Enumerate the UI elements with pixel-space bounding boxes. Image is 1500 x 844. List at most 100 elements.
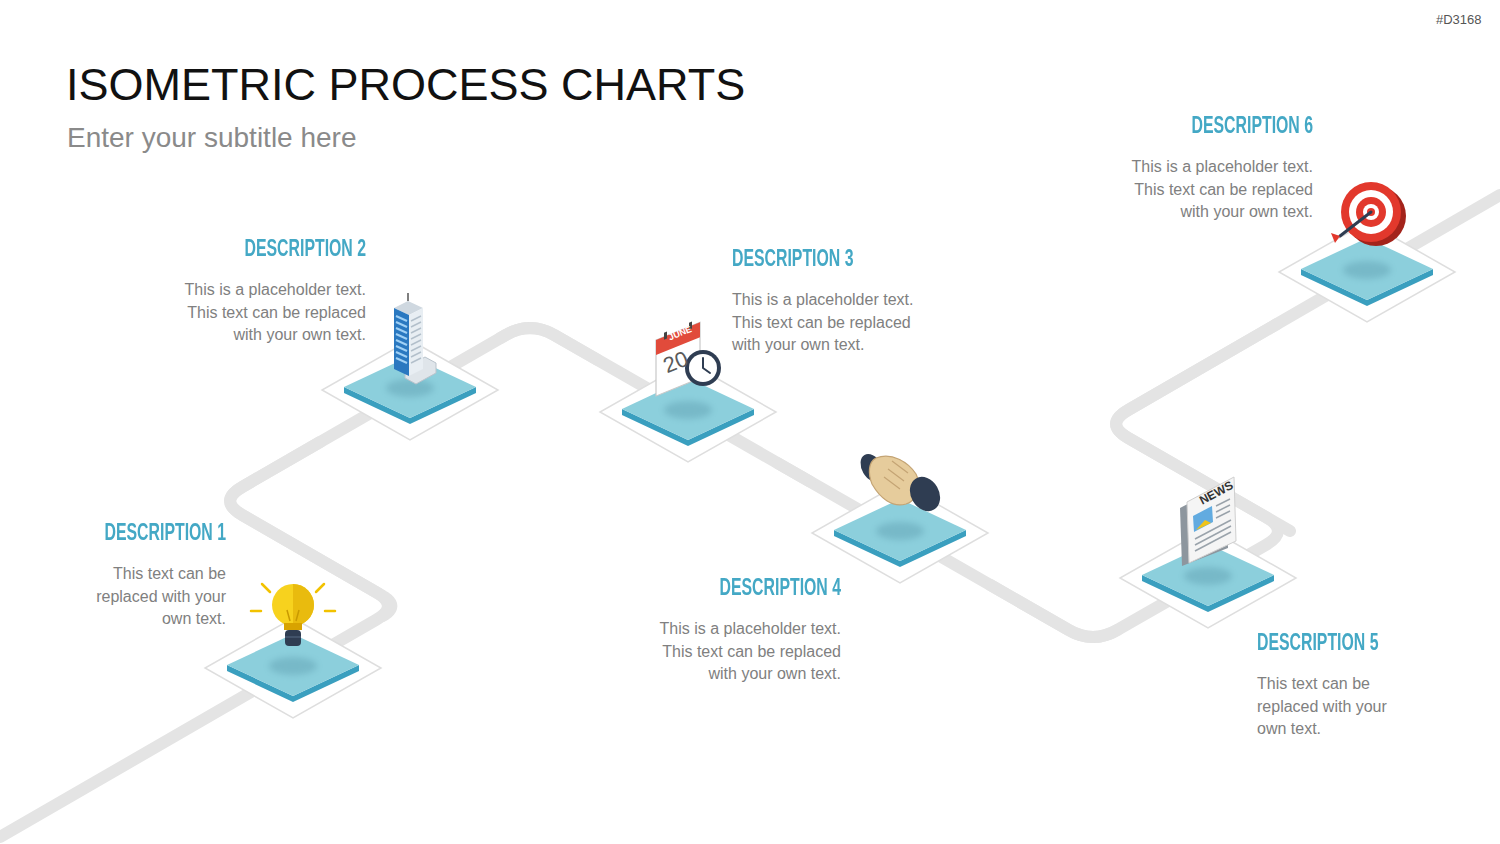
platform-top (834, 499, 966, 561)
step-text: DESCRIPTION 4 This is a placeholder text.… (621, 573, 841, 686)
slide-subtitle: Enter your subtitle here (67, 121, 357, 155)
handshake-icon (856, 450, 946, 517)
antenna (407, 293, 409, 301)
platform-side (622, 409, 754, 446)
calendar-month: JUNE (667, 324, 693, 342)
icon-shadow (269, 657, 317, 675)
calendar-page (656, 322, 700, 396)
light-ray (316, 584, 324, 592)
calendar-day: 20 (660, 347, 692, 378)
slide-title: ISOMETRIC PROCESS CHARTS (66, 59, 745, 111)
process-step: DESCRIPTION 5This text can be replaced w… (1118, 526, 1298, 630)
platform-outline (205, 618, 381, 718)
step-description: This is a placeholder text. This text ca… (1113, 156, 1313, 224)
calendar-icon (656, 318, 721, 396)
bulb-glass (272, 584, 314, 626)
platform-side (1301, 269, 1433, 306)
dart (1340, 212, 1371, 236)
finger-lines (884, 461, 908, 489)
newspaper-lines (1195, 499, 1231, 551)
process-step: DESCRIPTION 2This is a placeholder text.… (320, 338, 500, 442)
watermark: #D3168 (1436, 12, 1482, 28)
hands (869, 456, 918, 505)
step-text: DESCRIPTION 1 This text can be replaced w… (6, 518, 226, 631)
target-bullseye (1367, 208, 1375, 216)
platform-outline (322, 340, 498, 440)
process-step: DESCRIPTION 1This text can be replaced w… (203, 616, 383, 720)
light-ray (262, 584, 270, 592)
road (0, 195, 1500, 837)
step-heading: DESCRIPTION 5 (1257, 628, 1402, 656)
lightbulb-icon (251, 584, 335, 646)
platform-top (1142, 544, 1274, 606)
clock-hands (703, 358, 710, 373)
sleeve-cuff (856, 450, 888, 486)
road-connector (778, 463, 810, 481)
light-ray (325, 610, 335, 613)
process-step: DESCRIPTION 6This is a placeholder text.… (1277, 220, 1457, 324)
bulb-neck (284, 623, 302, 630)
platform-side (1142, 575, 1274, 612)
target-ring (1363, 204, 1379, 220)
dart-fletching (1331, 233, 1340, 243)
platform-side (834, 530, 966, 567)
calendar-ring (689, 321, 692, 329)
step-description: This is a placeholder text. This text ca… (641, 618, 841, 686)
clock-face (689, 354, 717, 382)
iso-platform (598, 360, 778, 464)
iso-platform (320, 338, 500, 442)
platform-side (344, 387, 476, 424)
step-description: This is a placeholder text. This text ca… (732, 289, 932, 357)
step-heading: DESCRIPTION 3 (732, 244, 877, 272)
newspaper-back (1180, 484, 1228, 566)
newspaper-picture (1193, 506, 1213, 532)
step-heading: DESCRIPTION 1 (81, 518, 226, 546)
step-heading: DESCRIPTION 4 (696, 573, 841, 601)
icon-shadow (1184, 567, 1232, 585)
platform-outline (1120, 528, 1296, 628)
newspaper-front (1187, 477, 1236, 563)
building-windows (396, 316, 407, 363)
platform-outline (600, 362, 776, 462)
iso-platform (1277, 220, 1457, 324)
road-connector (500, 328, 598, 360)
building-roof (394, 301, 423, 315)
step-heading: DESCRIPTION 2 (221, 234, 366, 262)
sleeve-cuff (904, 471, 946, 516)
step-description: This text can be replaced with your own … (1257, 673, 1407, 741)
target-icon (1331, 182, 1406, 246)
platform-side (227, 665, 359, 702)
step-description: This text can be replaced with your own … (76, 563, 226, 631)
iso-platform (203, 616, 383, 720)
light-rays (251, 584, 335, 611)
target-ring (1356, 197, 1386, 227)
step-text: DESCRIPTION 5 This text can be replaced w… (1257, 628, 1477, 741)
target-ring (1341, 182, 1401, 242)
calendar-ring (664, 332, 667, 340)
platform-top (1301, 238, 1433, 300)
icon-shadow (876, 522, 924, 540)
iso-platform (1118, 526, 1298, 630)
building-left-face (394, 308, 409, 376)
process-step: DESCRIPTION 3This is a placeholder text.… (598, 360, 778, 464)
platform-top (622, 378, 754, 440)
step-description: This is a placeholder text. This text ca… (166, 279, 366, 347)
calendar-band (656, 322, 700, 355)
platform-outline (1279, 222, 1455, 322)
clock-rim (685, 350, 721, 386)
road-connector (1116, 324, 1290, 531)
step-text: DESCRIPTION 2 This is a placeholder text.… (146, 234, 366, 347)
icon-shadow (1343, 261, 1391, 279)
platform-top (227, 634, 359, 696)
building-annex (405, 357, 436, 384)
bulb-filament (287, 610, 299, 621)
icon-shadow (664, 401, 712, 419)
building-icon (394, 293, 436, 384)
light-ray (251, 610, 261, 613)
process-step: DESCRIPTION 4This is a placeholder text.… (810, 481, 990, 585)
